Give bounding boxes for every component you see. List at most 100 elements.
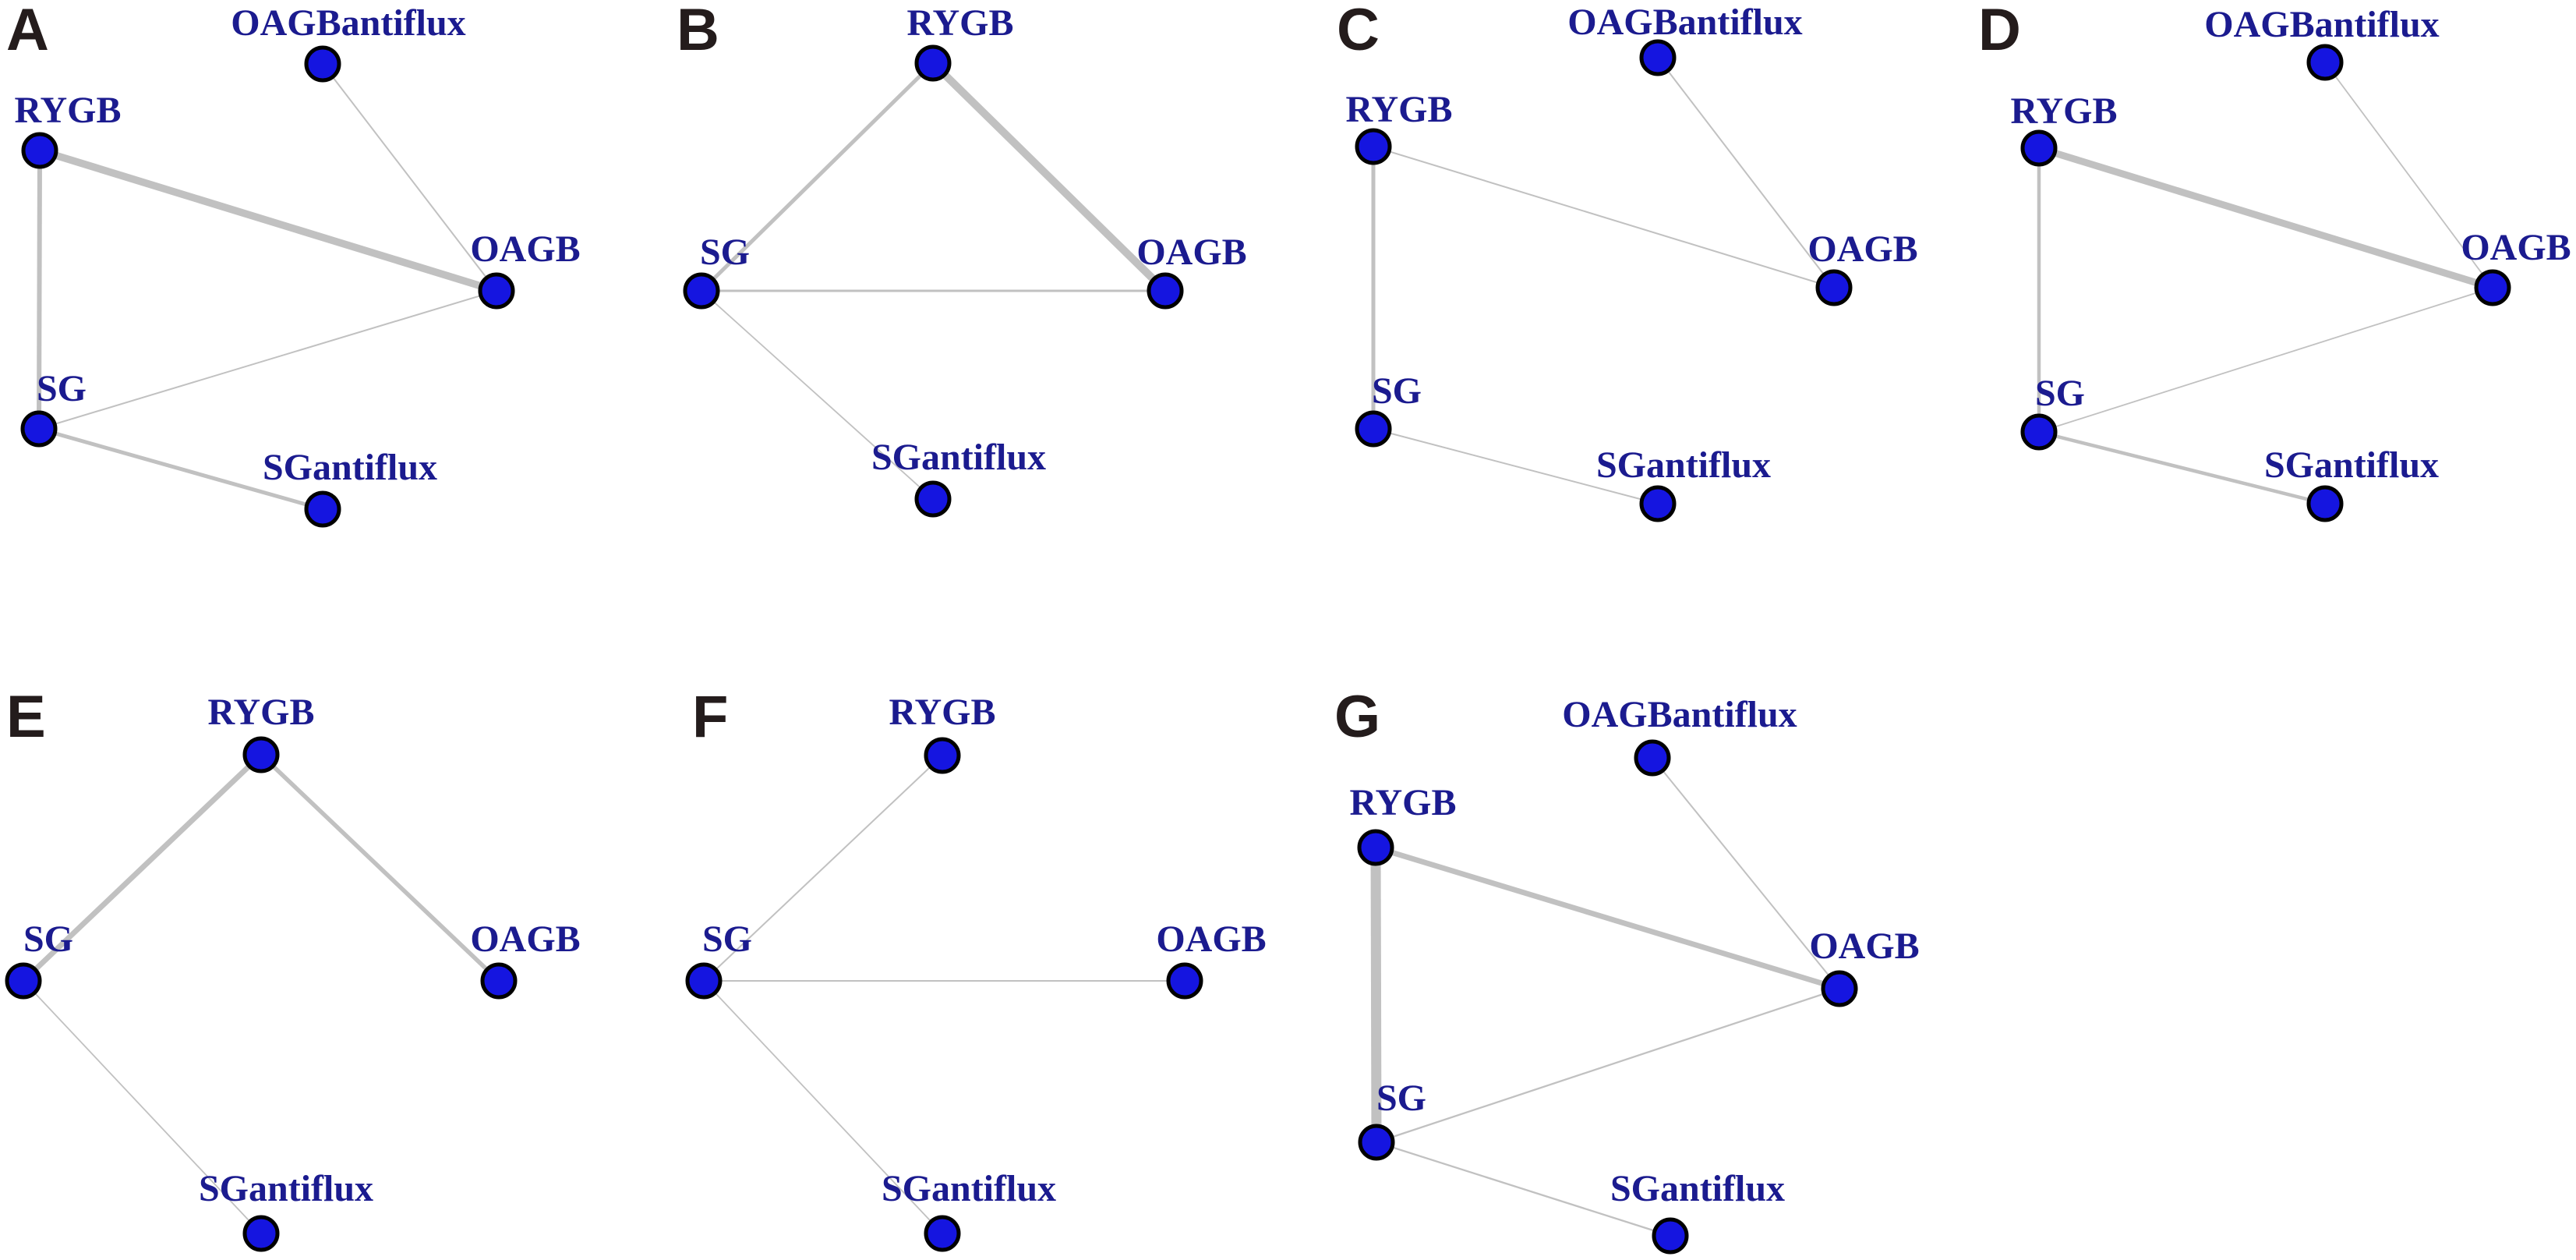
node-label-RYGB: RYGB [1350, 782, 1457, 823]
edge-SG-SGantiflux [23, 980, 262, 1234]
node-label-SGantiflux: SGantiflux [199, 1168, 373, 1209]
node-SGantiflux [1652, 1217, 1689, 1255]
edge-RYGB-OAGB [930, 60, 1168, 294]
node-label-OAGB: OAGB [1809, 926, 1919, 967]
node-label-OAGB: OAGB [1136, 232, 1246, 273]
node-OAGB [478, 272, 515, 310]
node-label-OAGBantiflux: OAGBantiflux [1562, 694, 1797, 735]
node-label-OAGBantiflux: OAGBantiflux [231, 2, 465, 44]
node-SG [683, 272, 720, 310]
edge-SG-SGantiflux [2038, 430, 2326, 506]
edge-OAGBantiflux-OAGB [2324, 62, 2493, 288]
node-OAGB [1815, 269, 1853, 306]
edge-SG-OAGB [38, 290, 497, 430]
panel-letter-E: E [6, 684, 46, 750]
node-OAGB [1147, 272, 1184, 310]
node-RYGB [242, 736, 280, 773]
node-SGantiflux [1639, 485, 1677, 522]
node-RYGB [1357, 829, 1394, 866]
node-label-SG: SG [23, 918, 73, 960]
node-label-SG: SG [2035, 373, 2085, 414]
edge-SG-SGantiflux [703, 980, 943, 1234]
node-SG [5, 962, 42, 1000]
node-label-SGantiflux: SGantiflux [1596, 444, 1771, 486]
edge-RYGB-OAGB [1374, 844, 1841, 992]
node-SGantiflux [242, 1215, 280, 1252]
node-label-SG: SG [37, 368, 87, 409]
node-label-SG: SG [1372, 370, 1422, 412]
node-label-SGantiflux: SGantiflux [2264, 444, 2439, 486]
node-SGantiflux [924, 1215, 961, 1252]
node-label-RYGB: RYGB [907, 2, 1014, 44]
node-RYGB [21, 132, 58, 169]
edge-RYGB-OAGB [38, 147, 498, 295]
edge-SG-SGantiflux [38, 426, 323, 511]
node-label-SGantiflux: SGantiflux [1610, 1168, 1785, 1209]
panel-letter-A: A [6, 0, 49, 63]
node-label-RYGB: RYGB [889, 692, 996, 733]
node-SG [685, 962, 723, 1000]
node-OAGBantiflux [1634, 739, 1671, 777]
edge-RYGB-OAGB [2037, 144, 2494, 292]
node-SGantiflux [2306, 485, 2344, 522]
edge-RYGB-OAGB [1373, 146, 1835, 288]
node-label-OAGBantiflux: OAGBantiflux [1567, 2, 1802, 43]
panel-letter-B: B [677, 0, 719, 63]
panel-B: RYGB SG OAGB SGantiflux B [677, 0, 1247, 518]
edge-RYGB-OAGB [260, 753, 500, 982]
edge-SG-SGantiflux [701, 290, 934, 500]
node-OAGBantiflux [2306, 44, 2344, 81]
edge-SG-OAGB [1376, 987, 1840, 1144]
node-label-SGantiflux: SGantiflux [871, 437, 1046, 478]
node-label-SG: SG [700, 232, 750, 273]
edge-OAGBantiflux-OAGB [1657, 57, 1835, 288]
edge-SG-SGantiflux [1376, 1141, 1671, 1237]
node-OAGBantiflux [1639, 39, 1677, 76]
node-label-OAGB: OAGB [1156, 918, 1266, 960]
edge-SG-OAGB [2038, 287, 2493, 433]
node-SG [1358, 1124, 1395, 1161]
node-label-SGantiflux: SGantiflux [263, 447, 437, 488]
node-label-SG: SG [1376, 1078, 1426, 1119]
panel-letter-C: C [1337, 0, 1380, 63]
edge-RYGB-SG [703, 755, 943, 982]
node-OAGB [2474, 269, 2511, 306]
edge-RYGB-SG [700, 62, 935, 292]
node-label-RYGB: RYGB [208, 692, 315, 733]
node-SG [2020, 413, 2058, 451]
node-label-SG: SG [702, 918, 752, 960]
node-RYGB [1355, 128, 1392, 165]
node-label-OAGBantiflux: OAGBantiflux [2204, 4, 2439, 45]
edge-RYGB-SG [21, 752, 263, 983]
node-label-OAGB: OAGB [470, 228, 580, 270]
panel-letter-F: F [692, 684, 728, 750]
node-label-RYGB: RYGB [1346, 89, 1453, 130]
node-RYGB [914, 44, 952, 82]
node-RYGB [2020, 129, 2058, 167]
edge-RYGB-SG [37, 150, 42, 430]
node-label-OAGB: OAGB [2461, 227, 2571, 268]
panel-letter-G: G [1334, 684, 1380, 750]
panel-F: RYGB SG OAGB SGantiflux F [685, 684, 1267, 1252]
node-label-RYGB: RYGB [15, 90, 122, 131]
edge-SG-SGantiflux [1373, 428, 1659, 504]
panel-letter-D: D [1978, 0, 2021, 63]
node-OAGBantiflux [304, 45, 341, 83]
edge-OAGBantiflux-OAGB [1652, 757, 1840, 989]
node-label-OAGB: OAGB [1807, 228, 1917, 270]
node-SG [20, 410, 58, 448]
node-label-RYGB: RYGB [2011, 90, 2118, 132]
node-label-SGantiflux: SGantiflux [882, 1168, 1056, 1209]
node-RYGB [924, 737, 961, 774]
node-OAGB [1821, 970, 1858, 1007]
node-OAGB [480, 962, 518, 1000]
node-SGantiflux [914, 480, 952, 518]
node-OAGB [1166, 962, 1203, 1000]
